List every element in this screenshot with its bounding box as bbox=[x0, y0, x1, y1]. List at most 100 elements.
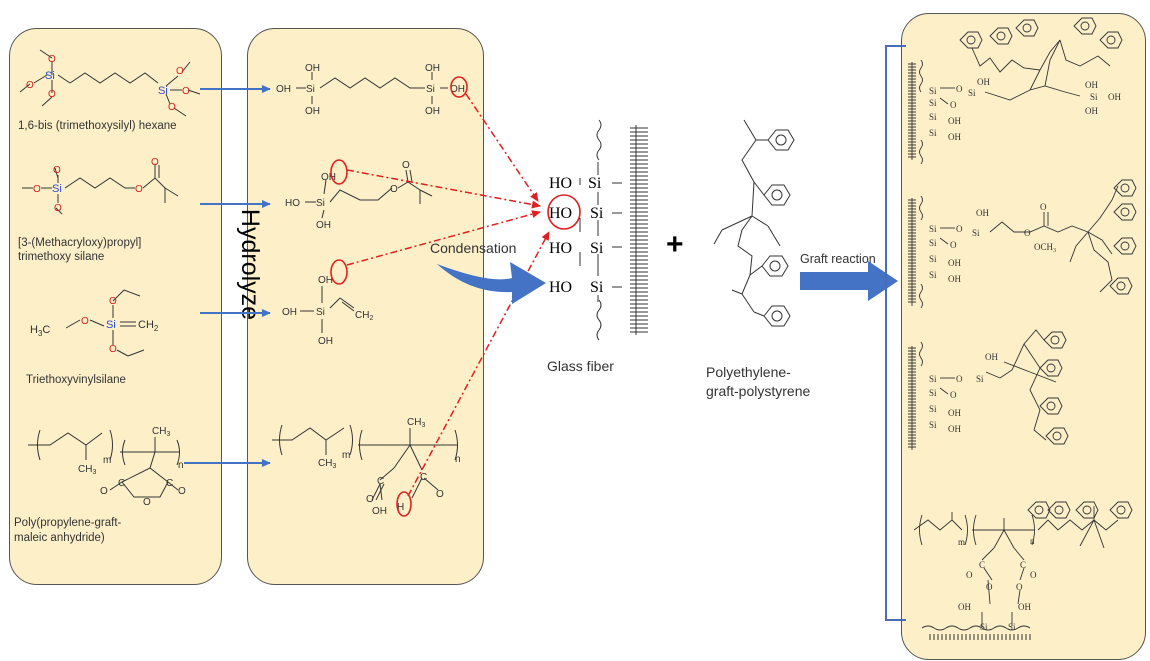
hydrolyzed-panel bbox=[247, 28, 484, 585]
glass-fiber-label: Glass fiber bbox=[547, 358, 614, 374]
hyd2-oh-bottom: OH bbox=[316, 220, 331, 231]
hyd2-o: O bbox=[390, 184, 398, 195]
p4-o-3: O bbox=[986, 582, 993, 592]
hyd2-oh-top: OH bbox=[321, 172, 336, 183]
p1-oh-5: OH bbox=[1108, 92, 1121, 102]
methacry-o-5: O bbox=[151, 157, 159, 168]
p1-si-3: Si bbox=[929, 112, 937, 122]
p2-si-5: Si bbox=[972, 228, 980, 238]
pp-g-ma-label-2: maleic anhydride) bbox=[14, 532, 105, 544]
hydroxyl-highlights bbox=[330, 76, 581, 517]
bis-o-5: O bbox=[182, 86, 190, 97]
hyd1-oh-bottom: OH bbox=[305, 106, 320, 117]
vinyl-h3c: H3C bbox=[30, 324, 50, 338]
condensation-curved-arrow bbox=[437, 262, 546, 304]
highlight-oh-2 bbox=[330, 159, 348, 185]
ppma-ch3-bottom: CH3 bbox=[78, 464, 96, 476]
p2-oh-1: OH bbox=[976, 208, 989, 218]
hydrolyzed-pp-g-ma bbox=[272, 424, 458, 501]
methacryloxy-silane-label-2: trimethoxy silane bbox=[18, 251, 105, 263]
p3-o-1: O bbox=[956, 374, 963, 384]
p4-c-1: C bbox=[979, 560, 985, 570]
pe-g-ps-label-2: graft-polystyrene bbox=[706, 383, 811, 399]
ppma-o-3: O bbox=[178, 486, 186, 497]
hydrolyzed-vinyl bbox=[300, 286, 355, 333]
p1-o-2: O bbox=[950, 100, 957, 110]
p4-oh-1: OH bbox=[958, 602, 971, 612]
bis-o-1: O bbox=[48, 54, 56, 65]
p2-o-3: O bbox=[1024, 228, 1031, 238]
p3-si-1: Si bbox=[929, 374, 937, 384]
bis-o-3: O bbox=[48, 89, 56, 100]
hyd1-si-r: Si bbox=[426, 84, 435, 95]
hydrolyzed-bis-silane bbox=[296, 72, 448, 104]
p2-si-2: Si bbox=[929, 238, 937, 248]
hyd2-ho: HO bbox=[285, 198, 300, 209]
bis-silane-label: 1,6-bis (trimethoxysilyl) hexane bbox=[18, 120, 177, 132]
highlight-glass-fiber-ho bbox=[547, 194, 581, 230]
hyd4-o-2: O bbox=[436, 489, 444, 500]
p3-si-5: Si bbox=[976, 374, 984, 384]
methacry-o-2: O bbox=[33, 184, 41, 195]
vinyl-o-1: O bbox=[81, 316, 89, 327]
p1-si-6: Si bbox=[1090, 92, 1098, 102]
p4-o-2: O bbox=[1030, 570, 1037, 580]
gf-ho-1: HO bbox=[549, 175, 572, 192]
hyd4-ho: H bbox=[397, 502, 404, 513]
p1-si-4: Si bbox=[929, 128, 937, 138]
ppma-ch3-top: CH3 bbox=[152, 426, 170, 438]
vinyl-o-2: O bbox=[109, 296, 117, 307]
p1-si-5: Si bbox=[968, 88, 976, 98]
p4-n: n bbox=[1030, 536, 1035, 546]
hyd2-si: Si bbox=[316, 198, 325, 209]
hyd3-oh-bottom: OH bbox=[318, 336, 333, 347]
p2-si-3: Si bbox=[929, 254, 937, 264]
p1-oh-2: OH bbox=[948, 116, 961, 126]
p4-o-4: O bbox=[1016, 582, 1023, 592]
p2-si-1: Si bbox=[929, 224, 937, 234]
p2-oh-3: OH bbox=[948, 274, 961, 284]
p4-m: m bbox=[958, 537, 965, 547]
bis-si-right: Si bbox=[158, 85, 168, 97]
p1-oh-4: OH bbox=[1085, 80, 1098, 90]
gf-si-4: Si bbox=[590, 279, 604, 296]
reactants-panel bbox=[9, 28, 222, 585]
condensation-label: Condensation bbox=[430, 240, 517, 256]
glass-fiber-structure bbox=[579, 119, 637, 341]
methacry-o-3: O bbox=[54, 203, 62, 214]
bis-si-left: Si bbox=[45, 70, 55, 82]
bis-o-6: O bbox=[168, 102, 176, 113]
hyd4-c-2: C bbox=[420, 472, 427, 483]
p1-si-1: Si bbox=[929, 86, 937, 96]
methacryloxy-silane-label-1: [3-(Methacryloxy)propyl] bbox=[18, 237, 142, 249]
p2-och3: OCH3 bbox=[1034, 242, 1056, 254]
p2-o-1: O bbox=[956, 224, 963, 234]
highlight-oh-1 bbox=[450, 76, 468, 98]
hyd4-o-1: O bbox=[366, 494, 374, 505]
product-2 bbox=[911, 179, 1137, 309]
p3-oh-1: OH bbox=[985, 352, 998, 362]
ppma-m: m bbox=[103, 455, 111, 466]
highlight-oh-4 bbox=[396, 491, 412, 517]
hyd3-oh-left: OH bbox=[282, 307, 297, 318]
methacry-o-1: O bbox=[53, 165, 61, 176]
p1-o-1: O bbox=[956, 84, 963, 94]
pe-g-ps-structure bbox=[713, 119, 795, 327]
p1-oh-3: OH bbox=[948, 132, 961, 142]
p3-oh-2: OH bbox=[948, 408, 961, 418]
ppma-c-2: C bbox=[166, 478, 173, 489]
gf-si-2: Si bbox=[590, 205, 604, 222]
gf-si-1: Si bbox=[588, 175, 602, 192]
product-3 bbox=[911, 329, 1069, 450]
product-4 bbox=[913, 501, 1133, 631]
hyd2-o-carbonyl: O bbox=[402, 160, 410, 171]
bis-o-4: O bbox=[176, 66, 184, 77]
hyd3-ch2: CH2 bbox=[355, 310, 373, 322]
hyd1-si: Si bbox=[306, 84, 315, 95]
p3-si-3: Si bbox=[929, 404, 937, 414]
methacry-si: Si bbox=[52, 183, 62, 195]
highlight-oh-3 bbox=[330, 259, 348, 285]
p2-oh-2: OH bbox=[948, 258, 961, 268]
ppma-o-1: O bbox=[100, 486, 108, 497]
